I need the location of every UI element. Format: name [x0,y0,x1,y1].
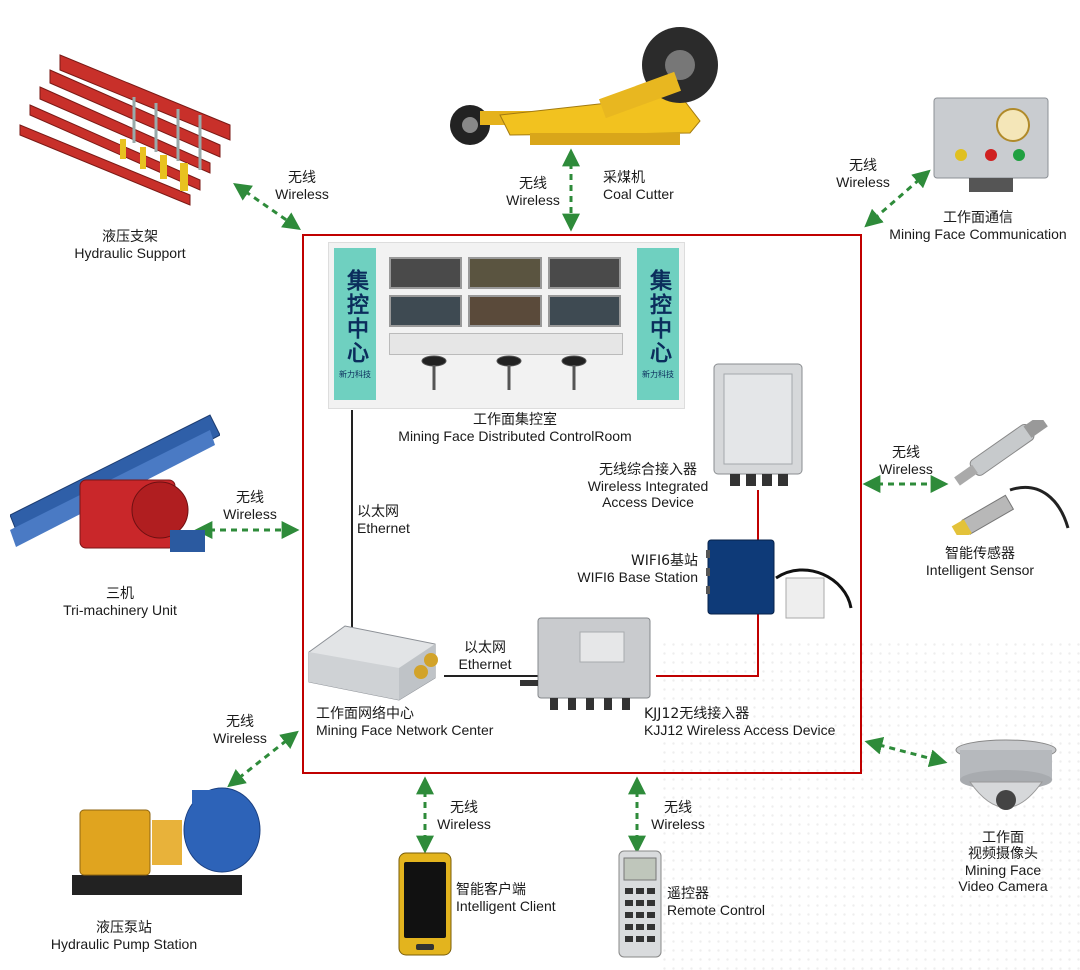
wireless-link-hydraulic-support [233,182,301,231]
sensor-zh: 智能传感器 [945,546,1015,562]
ethernet-label-network: 以太网 Ethernet [458,640,512,673]
wireless-integrated-access-label: 无线综合接入器 Wireless Integrated Access Devic… [587,462,709,511]
ethernet-label-controlroom: 以太网 Ethernet [357,504,410,537]
device-link-kjj12 [656,610,759,677]
hydraulic-support-en: Hydraulic Support [74,245,186,262]
hydraulic-support-zh: 液压支架 [102,229,158,245]
network-center-label: 工作面网络中心 Mining Face Network Center [316,706,494,739]
wireless-link-pump-station [227,730,299,788]
control-room-image: 集控中心 新力科技 集控中心 新力科技 [328,242,685,409]
wireless-label-face-comm: 无线 Wireless [836,158,890,191]
pump-station-label: 液压泵站 Hydraulic Pump Station [36,920,212,952]
control-room-desk [389,333,623,355]
control-room-banner-left: 集控中心 新力科技 [334,248,376,400]
wifi6-label: WIFI6基站 WIFI6 Base Station [577,553,698,586]
sensor-en: Intelligent Sensor [925,562,1035,579]
wireless-label-hydraulic-support: 无线 Wireless [275,170,329,203]
intelligent-client-label: 智能客户端 Intelligent Client [456,882,576,914]
pump-station-zh: 液压泵站 [96,920,152,936]
control-room-zh: 工作面集控室 [473,412,557,428]
control-room-banner-right: 集控中心 新力科技 [637,248,679,400]
remote-en: Remote Control [667,902,766,919]
video-camera-image [950,738,1062,820]
client-zh: 智能客户端 [456,882,526,898]
kjj12-device-image [520,614,660,718]
coal-cutter-en: Coal Cutter [603,186,674,203]
wireless-link-camera [864,736,948,768]
intelligent-sensor-image [950,414,1070,541]
wireless-label-coal-cutter: 无线 Wireless [506,176,560,209]
system-boundary-frame [302,234,862,774]
pump-station-image [72,770,262,915]
wireless-link-face-comm [864,169,931,228]
control-room-screens [389,257,621,327]
face-comm-label: 工作面通信 Mining Face Communication [878,210,1078,242]
intelligent-sensor-label: 智能传感器 Intelligent Sensor [912,546,1048,578]
wireless-label-client: 无线 Wireless [437,800,491,833]
control-room-stools [409,355,609,400]
video-camera-label: 工作面 视频摄像头 Mining Face Video Camera [958,830,1048,895]
wireless-label-sensor: 无线 Wireless [879,445,933,478]
tri-machinery-label: 三机 Tri-machinery Unit [40,586,200,618]
wifi6-base-station-image [706,538,856,626]
hydraulic-support-label: 液压支架 Hydraulic Support [40,229,220,261]
remote-zh: 遥控器 [667,886,709,902]
wireless-label-remote: 无线 Wireless [651,800,705,833]
face-comm-en: Mining Face Communication [889,226,1067,243]
control-room-en: Mining Face Distributed ControlRoom [398,428,632,445]
control-room-label: 工作面集控室 Mining Face Distributed ControlRo… [360,412,670,444]
wireless-label-pump-station: 无线 Wireless [213,714,267,747]
coal-cutter-label: 采煤机 Coal Cutter [603,170,723,202]
face-comm-device-image [933,97,1049,195]
coal-cutter-image [440,25,730,165]
coal-cutter-zh: 采煤机 [603,170,645,186]
kjj12-label: KJJ12无线接入器 KJJ12 Wireless Access Device [644,706,836,739]
wireless-label-tri-machinery: 无线 Wireless [223,490,277,523]
client-en: Intelligent Client [456,898,556,915]
remote-control-label: 遥控器 Remote Control [667,886,787,918]
intelligent-client-phone-image [398,852,452,956]
pump-station-en: Hydraulic Pump Station [50,936,198,953]
hydraulic-support-image [10,45,235,215]
remote-control-image [618,850,662,962]
tri-machinery-zh: 三机 [106,586,134,602]
tri-machinery-image [9,405,221,580]
wireless-integrated-access-device-image [712,362,804,490]
network-center-image [305,622,447,704]
tri-machinery-en: Tri-machinery Unit [63,602,177,619]
face-comm-zh: 工作面通信 [943,210,1013,226]
